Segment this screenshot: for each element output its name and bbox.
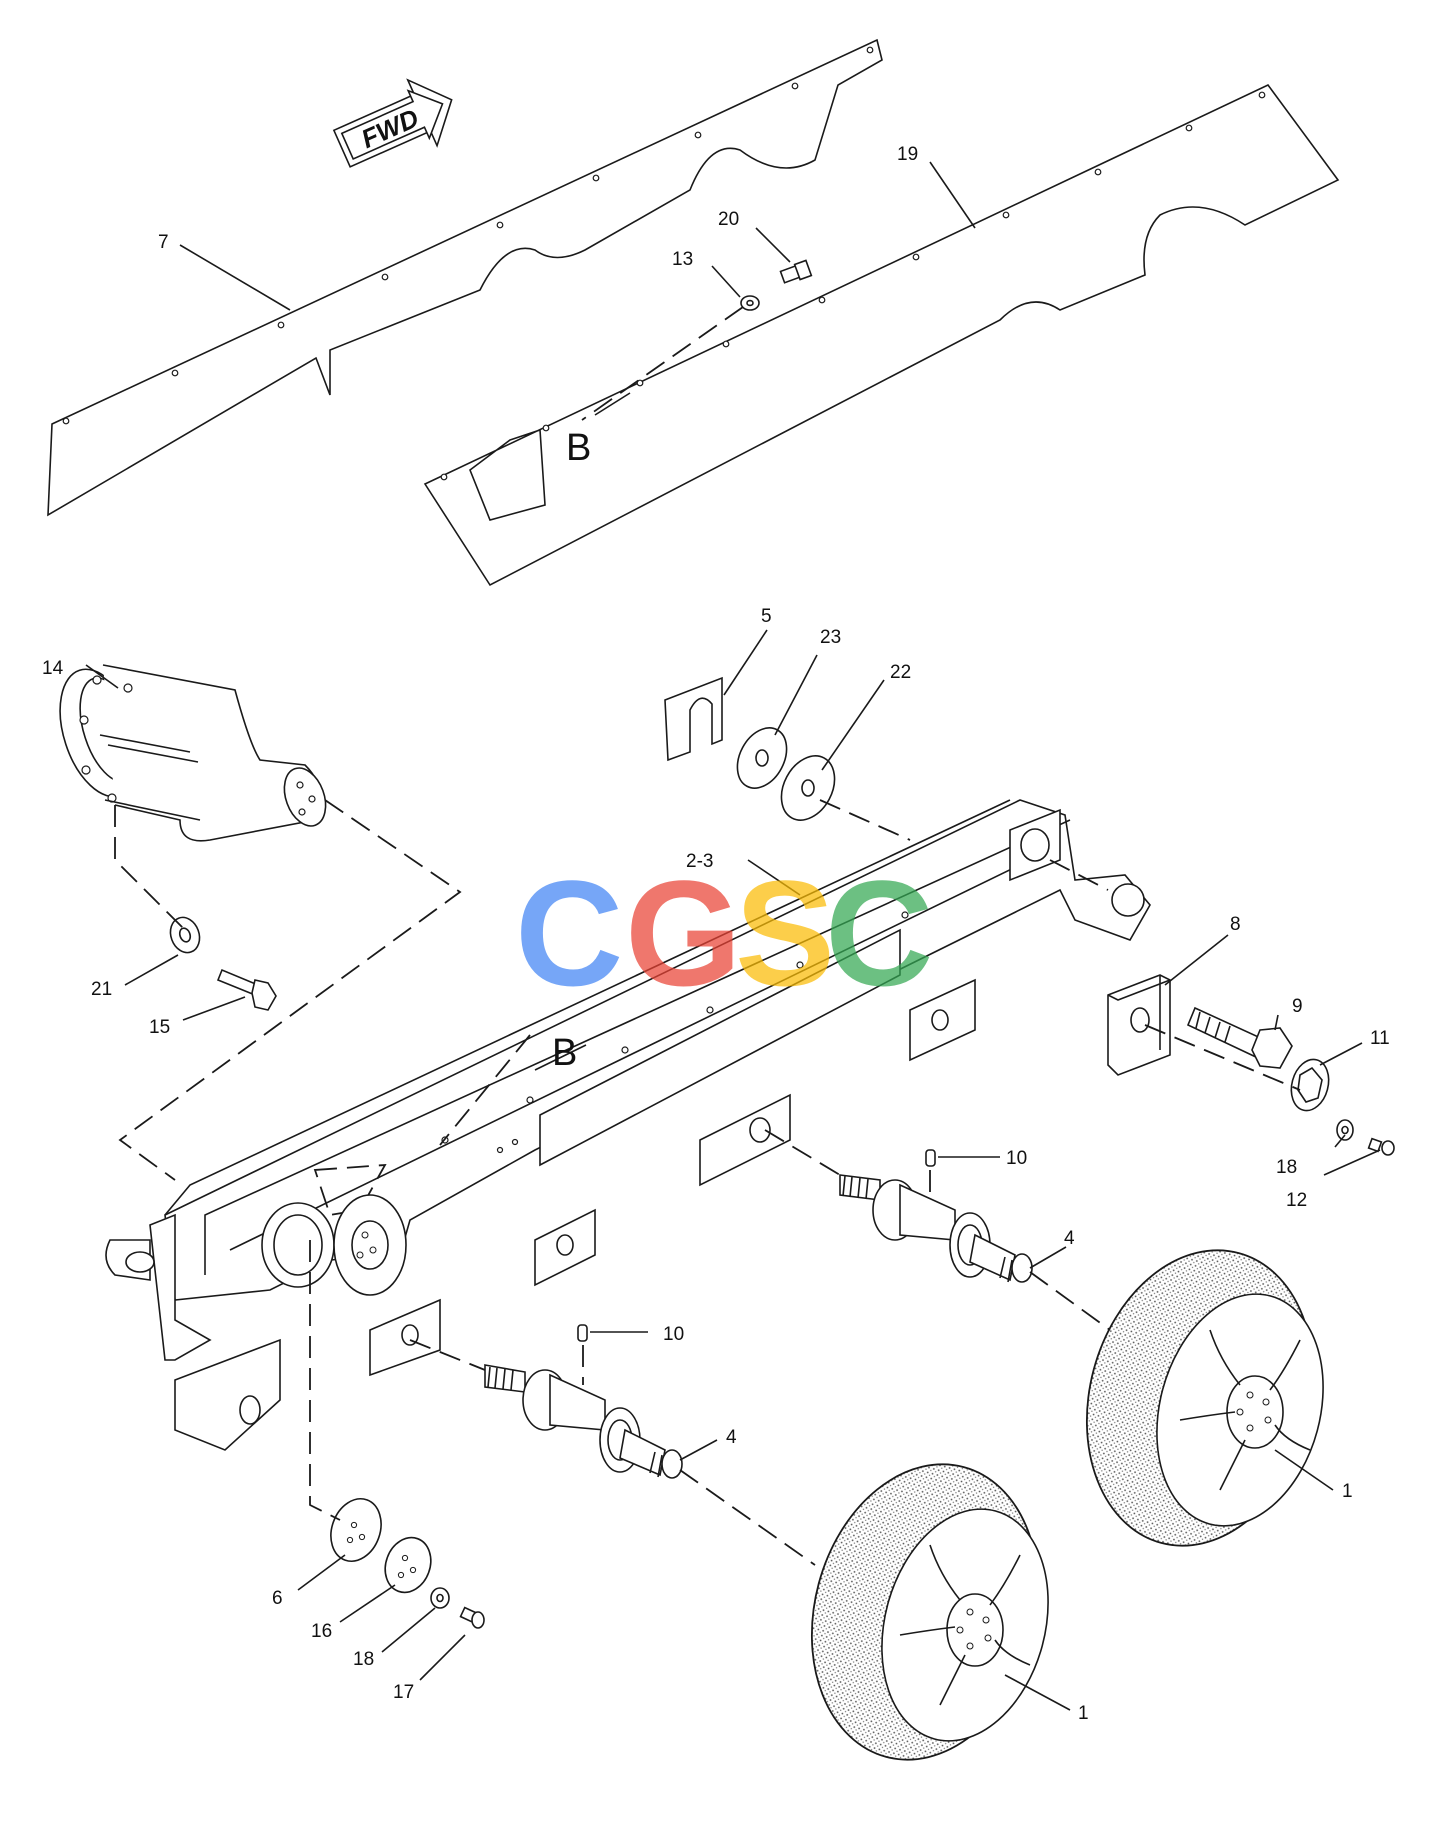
callout-11: 11 [1370,1028,1390,1049]
callout-7: 7 [158,232,169,253]
callout-15: 15 [149,1017,170,1038]
washer-18-lower [430,1587,450,1609]
callout-21: 21 [91,979,112,1000]
washer-18-right [1336,1119,1354,1141]
callout-18-right: 18 [1276,1157,1297,1178]
cap-6 [330,1498,382,1562]
callout-10-upper: 10 [1006,1148,1027,1169]
side-plate-7 [47,38,883,517]
watermark-letter-g: G [625,849,742,1017]
watermark: C G S C [515,849,933,1017]
callout-19: 19 [897,144,918,165]
washer-13 [740,295,760,311]
plate-16 [384,1536,432,1594]
pin-10-lower [577,1324,588,1342]
callout-18-lower: 18 [353,1649,374,1670]
callout-22: 22 [890,662,911,683]
wheel-1-upper [1085,1249,1324,1547]
callout-8: 8 [1230,914,1241,935]
detail-letter-lower: B [552,1032,577,1074]
callout-5: 5 [761,606,772,627]
pin-10-upper [925,1149,936,1167]
wheel-plate [333,1194,407,1296]
callout-10-lower: 10 [663,1324,684,1345]
bolt-20 [779,259,813,284]
callout-12: 12 [1286,1190,1307,1211]
side-plate-19 [423,83,1340,587]
axle-shaft-4-upper [839,1174,1033,1283]
detail-letter-upper: B [566,427,591,469]
washer-23 [736,727,788,789]
bolt-9 [1186,1006,1293,1069]
callout-23: 23 [820,627,841,648]
bolt-17 [459,1606,485,1629]
axle-shaft-4-lower [484,1364,683,1479]
washer-22 [780,755,836,821]
callout-6: 6 [272,1588,283,1609]
callout-20: 20 [718,209,739,230]
callout-4-lower: 4 [726,1427,737,1448]
callout-14: 14 [42,658,64,679]
spindle-hub-14 [59,664,327,842]
callout-9: 9 [1292,996,1303,1017]
callout-1-lower: 1 [1078,1703,1089,1724]
callout-13: 13 [672,249,693,270]
callouts: 7 19 20 13 14 21 15 5 23 22 2-3 8 9 11 1… [42,144,1390,1724]
leader-lines [85,161,1381,1711]
callout-17: 17 [393,1682,414,1703]
callout-1-upper: 1 [1342,1481,1353,1502]
alignment-lines [114,306,1301,1566]
bolt-15 [216,968,277,1011]
washer-21 [169,916,201,954]
callout-4-upper: 4 [1064,1228,1075,1249]
watermark-letter-c2: C [825,849,933,1017]
forward-arrow-icon: FWD [332,78,453,168]
watermark-letter-c1: C [515,849,623,1017]
wheel-1-lower [810,1463,1049,1761]
watermark-letter-s: S [735,849,835,1017]
axle-beam-2-3 [105,799,1151,1451]
shim-5 [664,676,723,762]
callout-2-3: 2-3 [686,851,713,872]
callout-16: 16 [311,1621,332,1642]
nut-11 [1290,1058,1330,1112]
bolt-12 [1367,1137,1395,1156]
block-8 [1107,974,1171,1076]
